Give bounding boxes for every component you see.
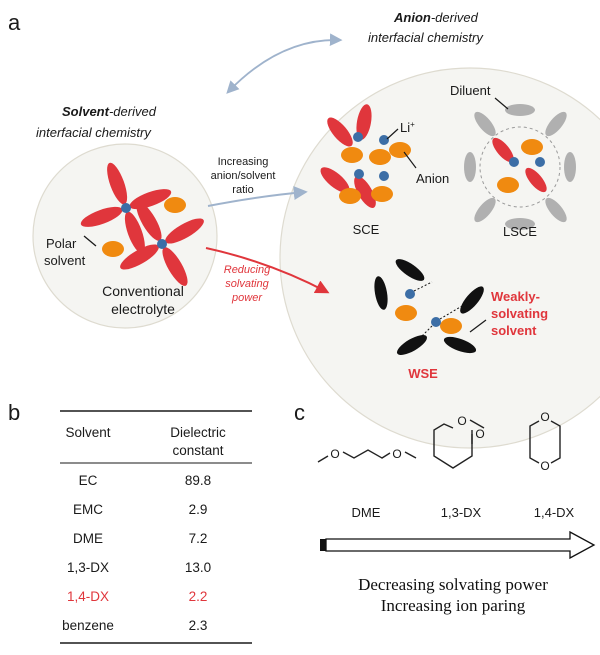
lsce-cluster xyxy=(464,104,576,230)
panel-a-letter: a xyxy=(8,10,21,35)
arrow-down-label-2: solvating xyxy=(225,278,269,290)
diluent-label: Diluent xyxy=(450,83,491,98)
conventional-cluster xyxy=(80,162,204,286)
table-cell-solvent: EC xyxy=(79,473,98,488)
panel-b-letter: b xyxy=(8,400,20,425)
conventional-electrolyte-circle xyxy=(32,143,218,329)
solvent-title-line2: interfacial chemistry xyxy=(36,125,152,140)
dx14-oxygen-1: O xyxy=(540,410,549,424)
arrow-up-label-3: ratio xyxy=(232,184,253,196)
table-header-dielectric: Dielectric xyxy=(170,425,226,440)
polar-solvent-label-2: solvent xyxy=(44,253,86,268)
molecule-label-13dx: 1,3-DX xyxy=(441,505,482,520)
wse-label: WSE xyxy=(408,366,438,381)
sce-cluster xyxy=(320,104,411,208)
conventional-label-2: electrolyte xyxy=(111,301,175,317)
arrow-up-label-1: Increasing xyxy=(218,156,269,168)
dx13-oxygen-1: O xyxy=(457,414,466,428)
anion-derived-circle xyxy=(279,67,600,449)
arrow-to-wse xyxy=(205,247,330,294)
caption-line-2: Increasing ion paring xyxy=(381,596,526,615)
panel-c-letter: c xyxy=(294,400,305,425)
table-header-constant: constant xyxy=(172,443,223,458)
diluent-pointer xyxy=(494,97,509,110)
sce-label: SCE xyxy=(353,222,380,237)
weak-solvent-pointer xyxy=(469,319,487,333)
titles-double-arrow xyxy=(226,33,343,94)
table-cell-value: 2.9 xyxy=(189,502,208,517)
weak-solvent-label-1: Weakly- xyxy=(491,289,540,304)
polar-solvent-pointer xyxy=(83,235,97,247)
table-header-solvent: Solvent xyxy=(65,425,110,440)
arrow-up-label-2: anion/solvent xyxy=(211,170,276,182)
table-cell-solvent-highlight: 1,4-DX xyxy=(67,589,109,604)
trend-arrow xyxy=(320,530,596,560)
conventional-label-1: Conventional xyxy=(102,283,184,299)
polar-solvent-label-1: Polar xyxy=(46,236,77,251)
table-cell-solvent: DME xyxy=(73,531,103,546)
dx13-oxygen-2: O xyxy=(475,427,484,441)
dx14-structure xyxy=(529,420,561,464)
li-label: Li+ xyxy=(400,120,415,135)
li-pointer xyxy=(386,128,399,140)
dx14-oxygen-2: O xyxy=(540,459,549,473)
table-cell-value: 13.0 xyxy=(185,560,211,575)
arrow-down-label-1: Reducing xyxy=(224,264,271,276)
table-cell-value: 89.8 xyxy=(185,473,211,488)
anion-title-line1: Anion-derived xyxy=(393,10,479,25)
dme-structure xyxy=(317,449,417,463)
table-cell-solvent: 1,3-DX xyxy=(67,560,109,575)
table-cell-value: 7.2 xyxy=(189,531,208,546)
anion-pointer xyxy=(403,151,417,169)
dme-oxygen-2: O xyxy=(392,447,401,461)
table-cell-value-highlight: 2.2 xyxy=(189,589,208,604)
dielectric-table: Solvent Dielectric constant EC 89.8 EMC … xyxy=(60,410,252,644)
weak-solvent-label-3: solvent xyxy=(491,323,537,338)
dme-oxygen-1: O xyxy=(330,447,339,461)
table-cell-solvent: EMC xyxy=(73,502,103,517)
weak-solvent-label-2: solvating xyxy=(491,306,548,321)
anion-title-line2: interfacial chemistry xyxy=(368,30,484,45)
anion-label: Anion xyxy=(416,171,449,186)
wse-cluster xyxy=(374,259,484,355)
molecule-label-dme: DME xyxy=(352,505,381,520)
dx13-structure xyxy=(433,419,485,469)
solvent-title-line1: Solvent-derived xyxy=(62,104,157,119)
caption-line-1: Decreasing solvating power xyxy=(358,575,548,594)
lsce-label: LSCE xyxy=(503,224,537,239)
arrow-down-label-3: power xyxy=(231,292,263,304)
table-cell-value: 2.3 xyxy=(189,618,208,633)
molecule-label-14dx: 1,4-DX xyxy=(534,505,575,520)
arrow-to-sce xyxy=(207,186,308,207)
table-cell-solvent: benzene xyxy=(62,618,114,633)
